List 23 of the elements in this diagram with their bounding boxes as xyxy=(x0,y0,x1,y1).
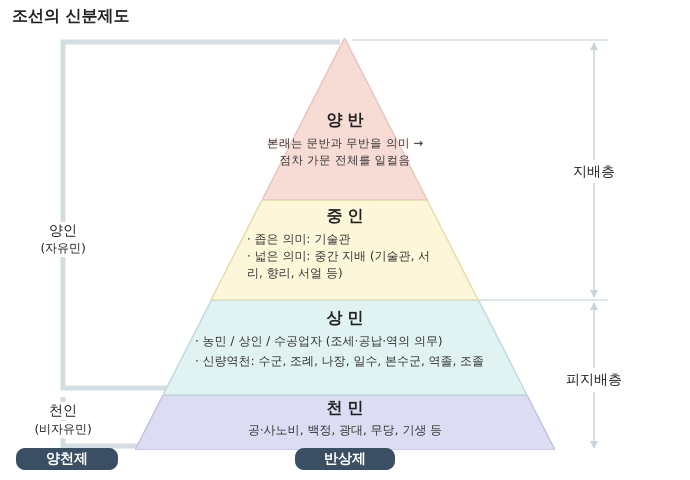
tier-description: · 넓은 의미: 중간 지배 (기술관, 서리, 향리, 서얼 등) xyxy=(246,248,432,282)
tier-heading: 중인 xyxy=(326,206,370,227)
class-label: 지배층 xyxy=(573,163,615,181)
system-tag: 양천제 xyxy=(16,448,118,470)
class-note: (자유민) xyxy=(40,240,86,257)
pyramid-tier xyxy=(163,300,527,395)
tier-heading: 양반 xyxy=(326,110,370,131)
pyramid-tier xyxy=(135,395,555,450)
class-note: (비자유민) xyxy=(34,421,92,438)
tier-heading: 상민 xyxy=(326,308,370,329)
pyramid-tier xyxy=(211,200,479,300)
class-label: 양인 xyxy=(49,222,77,240)
pyramid-tier xyxy=(262,38,428,200)
tier-description: 본래는 문반과 무반을 의미 → 점차 가문 전체를 일컬음 xyxy=(266,135,424,169)
class-label: 피지배층 xyxy=(566,371,622,389)
diagram-title: 조선의 신분제도 xyxy=(12,6,130,27)
tier-description: 공·사노비, 백정, 광대, 무당, 기생 등 xyxy=(248,422,442,439)
tier-description: · 농민 / 상인 / 수공업자 (조세·공납·역의 의무) xyxy=(194,333,444,350)
system-tag: 반상제 xyxy=(295,448,395,470)
tier-heading: 천민 xyxy=(326,398,370,419)
class-label: 천인 xyxy=(49,402,77,420)
tier-description: · 좁은 의미: 기술관 xyxy=(246,231,352,248)
tier-description: · 신량역천: 수군, 조례, 나장, 일수, 본수군, 역졸, 조졸 xyxy=(194,353,486,370)
